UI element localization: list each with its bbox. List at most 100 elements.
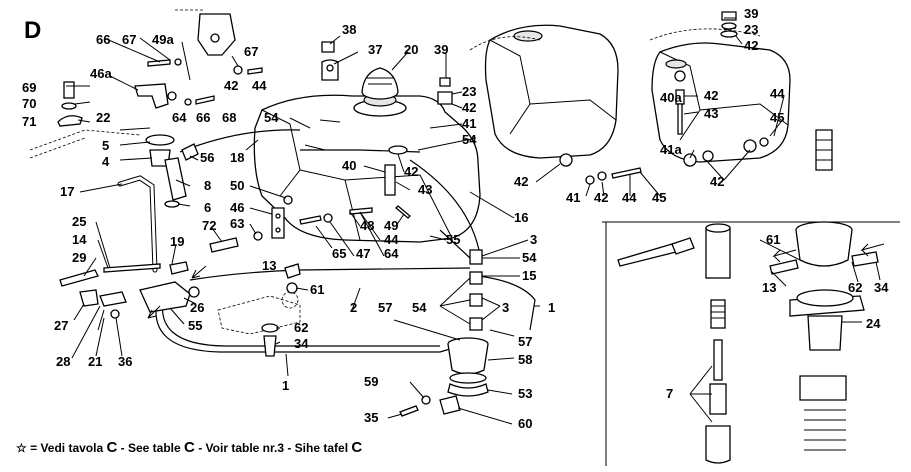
callout-label: 18 [230,150,244,165]
callout-label: 42 [462,100,476,115]
footnote: ☆ = Vedi tavola C - See table C - Voir t… [16,439,362,456]
callout-label: 36 [118,354,132,369]
callout-label: 29 [72,250,86,265]
callout-label: 6 [204,200,211,215]
callout-label: 14 [72,232,87,247]
callout-label: 41a [660,142,682,157]
callout-label: 59 [364,374,378,389]
callout-label: 54 [522,250,537,265]
callout-labels: 66 67 49a 38 37 20 39 23 42 39 23 42 46a… [22,6,889,431]
callout-label: 67 [122,32,136,47]
callout-label: 54 [462,132,477,147]
callout-label: 23 [744,22,758,37]
callout-label: 40a [660,90,682,105]
callout-label: 1 [282,378,289,393]
callout-label: 65 [332,246,346,261]
callout-label: 45 [652,190,666,205]
callout-label: 37 [368,42,382,57]
callout-label: 67 [244,44,258,59]
callout-label: 62 [294,320,308,335]
callout-label: 42 [594,190,608,205]
callout-label: 56 [200,150,214,165]
callout-label: 19 [170,234,184,249]
callout-label: 38 [342,22,356,37]
callout-label: 66 [196,110,210,125]
callout-label: 44 [252,78,267,93]
callout-label: 49 [384,218,398,233]
callout-label: 62 [848,280,862,295]
callout-label: 44 [384,232,399,247]
callout-label: 49a [152,32,174,47]
inset-injector-detail [602,129,900,466]
callout-label: 3 [502,300,509,315]
callout-label: 48 [360,218,374,233]
star-icon: ☆ [16,441,27,455]
footnote-table-ref: C [106,439,117,456]
callout-label: 20 [404,42,418,57]
callout-label: 47 [356,246,370,261]
callout-label: 43 [418,182,432,197]
leader-lines [66,17,881,425]
callout-label: 39 [434,42,448,57]
callout-label: 54 [412,300,427,315]
callout-label: 64 [172,110,187,125]
callout-label: 70 [22,96,36,111]
footnote-text: - See table [117,441,184,455]
callout-label: 22 [96,110,110,125]
footnote-text: - Voir table nr.3 - Sihe tafel [195,441,351,455]
callout-label: 7 [666,386,673,401]
callout-label: 69 [22,80,36,95]
callout-label: 42 [514,174,528,189]
callout-label: 42 [744,38,758,53]
callout-label: 68 [222,110,236,125]
callout-label: 1 [548,300,555,315]
bracket-46a [134,83,169,109]
filter-bowl [447,337,489,397]
callout-label: 71 [22,114,36,129]
filter-cylinder [164,157,187,208]
callout-label: 4 [102,154,110,169]
tee-fittings [469,249,483,331]
callout-label: 55 [188,318,202,333]
feed-pump [139,281,200,313]
callout-label: 3 [530,232,537,247]
callout-label: 61 [766,232,780,247]
callout-label: 42 [404,164,418,179]
callout-label: 60 [518,416,532,431]
callout-label: 42 [224,78,238,93]
callout-label: 50 [230,178,244,193]
callout-label: 53 [518,386,532,401]
callout-label: 58 [518,352,532,367]
bolt-washer-set [57,81,83,127]
callout-label: 34 [294,336,309,351]
callout-label: 44 [622,190,637,205]
callout-label: 25 [72,214,86,229]
callout-label: 28 [56,354,70,369]
callout-label: 45 [770,110,784,125]
callout-label: 8 [204,178,211,193]
fuel-tank-right [649,28,791,163]
callout-label: 42 [704,88,718,103]
callout-label: 39 [744,6,758,21]
fuel-cap [361,67,399,100]
callout-label: 5 [102,138,109,153]
drawing-artwork [29,9,900,466]
callout-label: 57 [518,334,532,349]
footnote-table-ref: C [184,439,195,456]
callout-label: 41 [462,116,476,131]
callout-label: 42 [710,174,724,189]
callout-label: 46 [230,200,244,215]
callout-label: 16 [514,210,528,225]
callout-label: 24 [866,316,881,331]
callout-label: 57 [378,300,392,315]
callout-label: 43 [704,106,718,121]
pump-ghost [217,291,301,335]
callout-label: 13 [262,258,276,273]
callout-label: 34 [874,280,889,295]
callout-label: 55 [446,232,460,247]
callout-label: 54 [264,110,279,125]
callout-label: 27 [54,318,68,333]
callout-label: 63 [230,216,244,231]
callout-label: 66 [96,32,110,47]
callout-label: 72 [202,218,216,233]
